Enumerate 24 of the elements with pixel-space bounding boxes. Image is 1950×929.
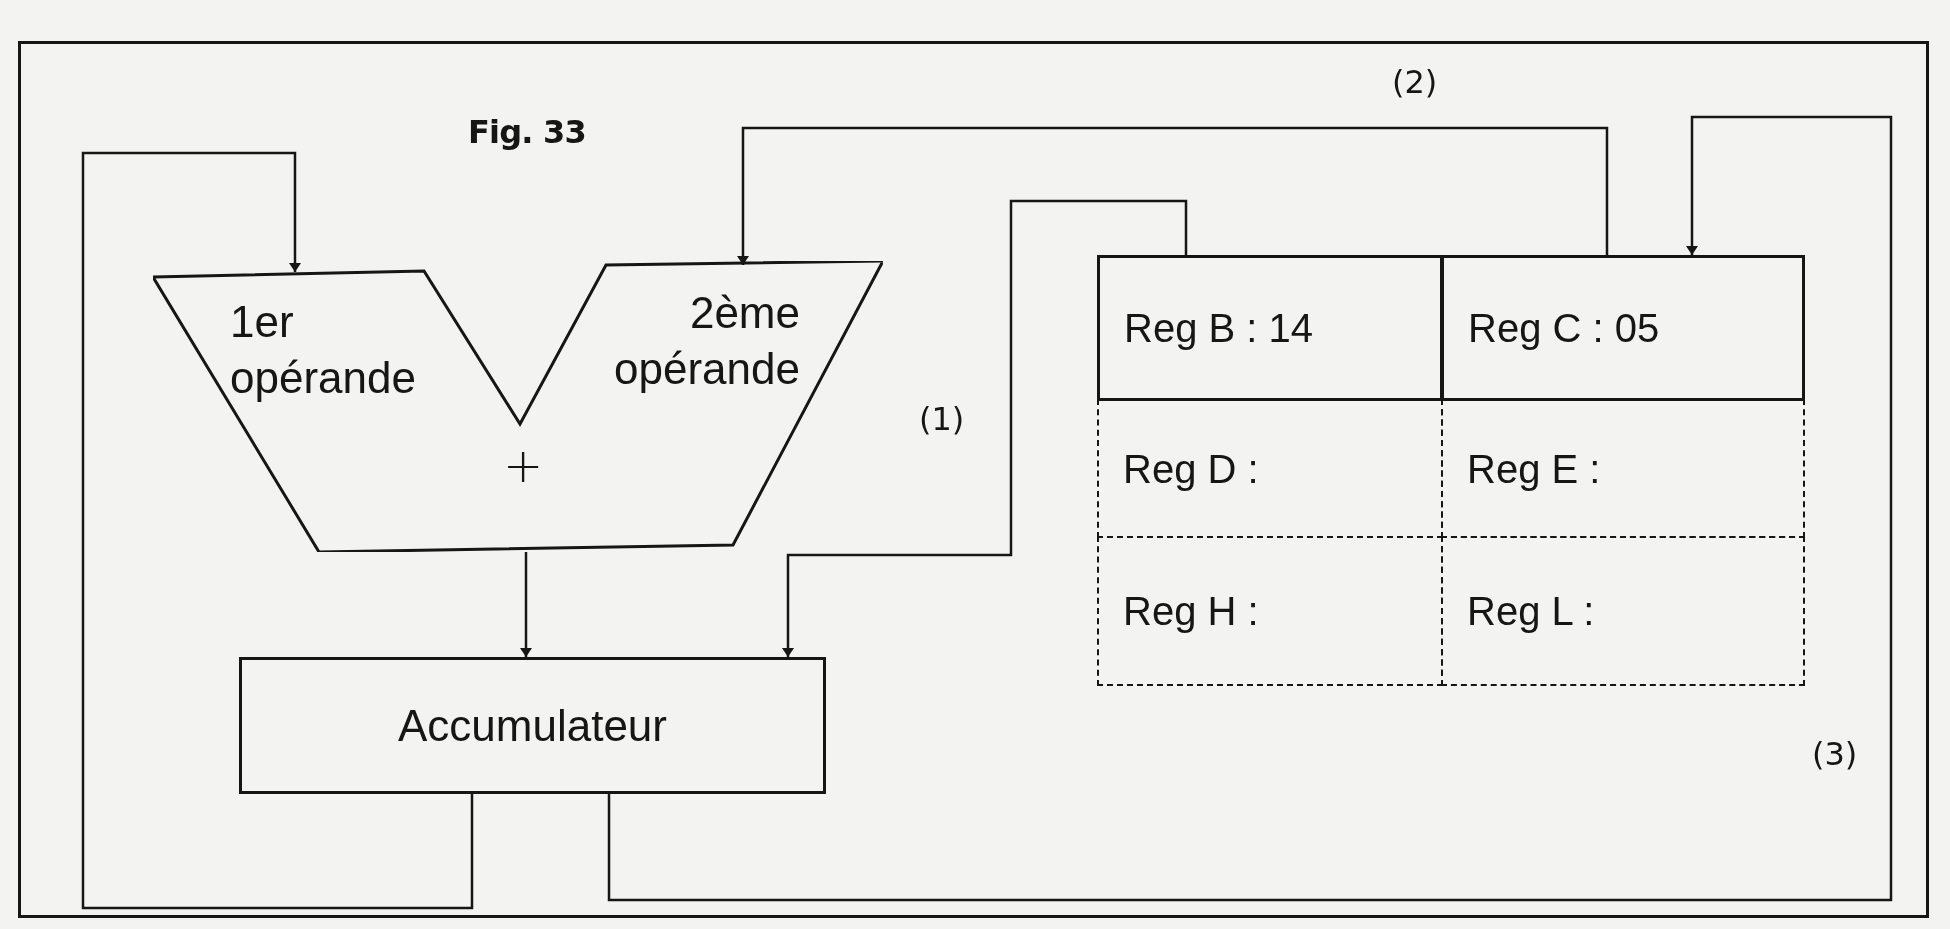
register-cell (1097, 536, 1443, 686)
register-cell (1097, 255, 1443, 401)
connector-arrow (738, 126, 1609, 265)
connector-arrow (607, 115, 1893, 902)
register-cell (1097, 399, 1443, 538)
register-cell (1441, 399, 1805, 538)
node-label: 1er opérande (230, 296, 417, 404)
node-label: Reg E : (1467, 445, 1601, 493)
register-cell (1441, 536, 1805, 686)
node-label: Reg D : (1123, 445, 1259, 493)
node-label: Accumulateur (398, 699, 667, 752)
register-cell (1441, 255, 1805, 401)
plus-sign: + (503, 441, 544, 489)
node-label: 2ème opérande (613, 287, 800, 395)
alu-trapezoid (153, 261, 883, 552)
node-label: Reg B : 14 (1124, 305, 1313, 352)
connector-arrow (521, 552, 531, 657)
process-box (239, 657, 826, 794)
node-label: Reg C : 05 (1468, 305, 1660, 352)
connector-arrow (81, 151, 474, 910)
connector-arrow (783, 199, 1188, 657)
node-label: Reg H : (1123, 588, 1259, 635)
figure-title: Fig. 33 (468, 112, 586, 153)
node-label: Reg L : (1467, 588, 1595, 635)
